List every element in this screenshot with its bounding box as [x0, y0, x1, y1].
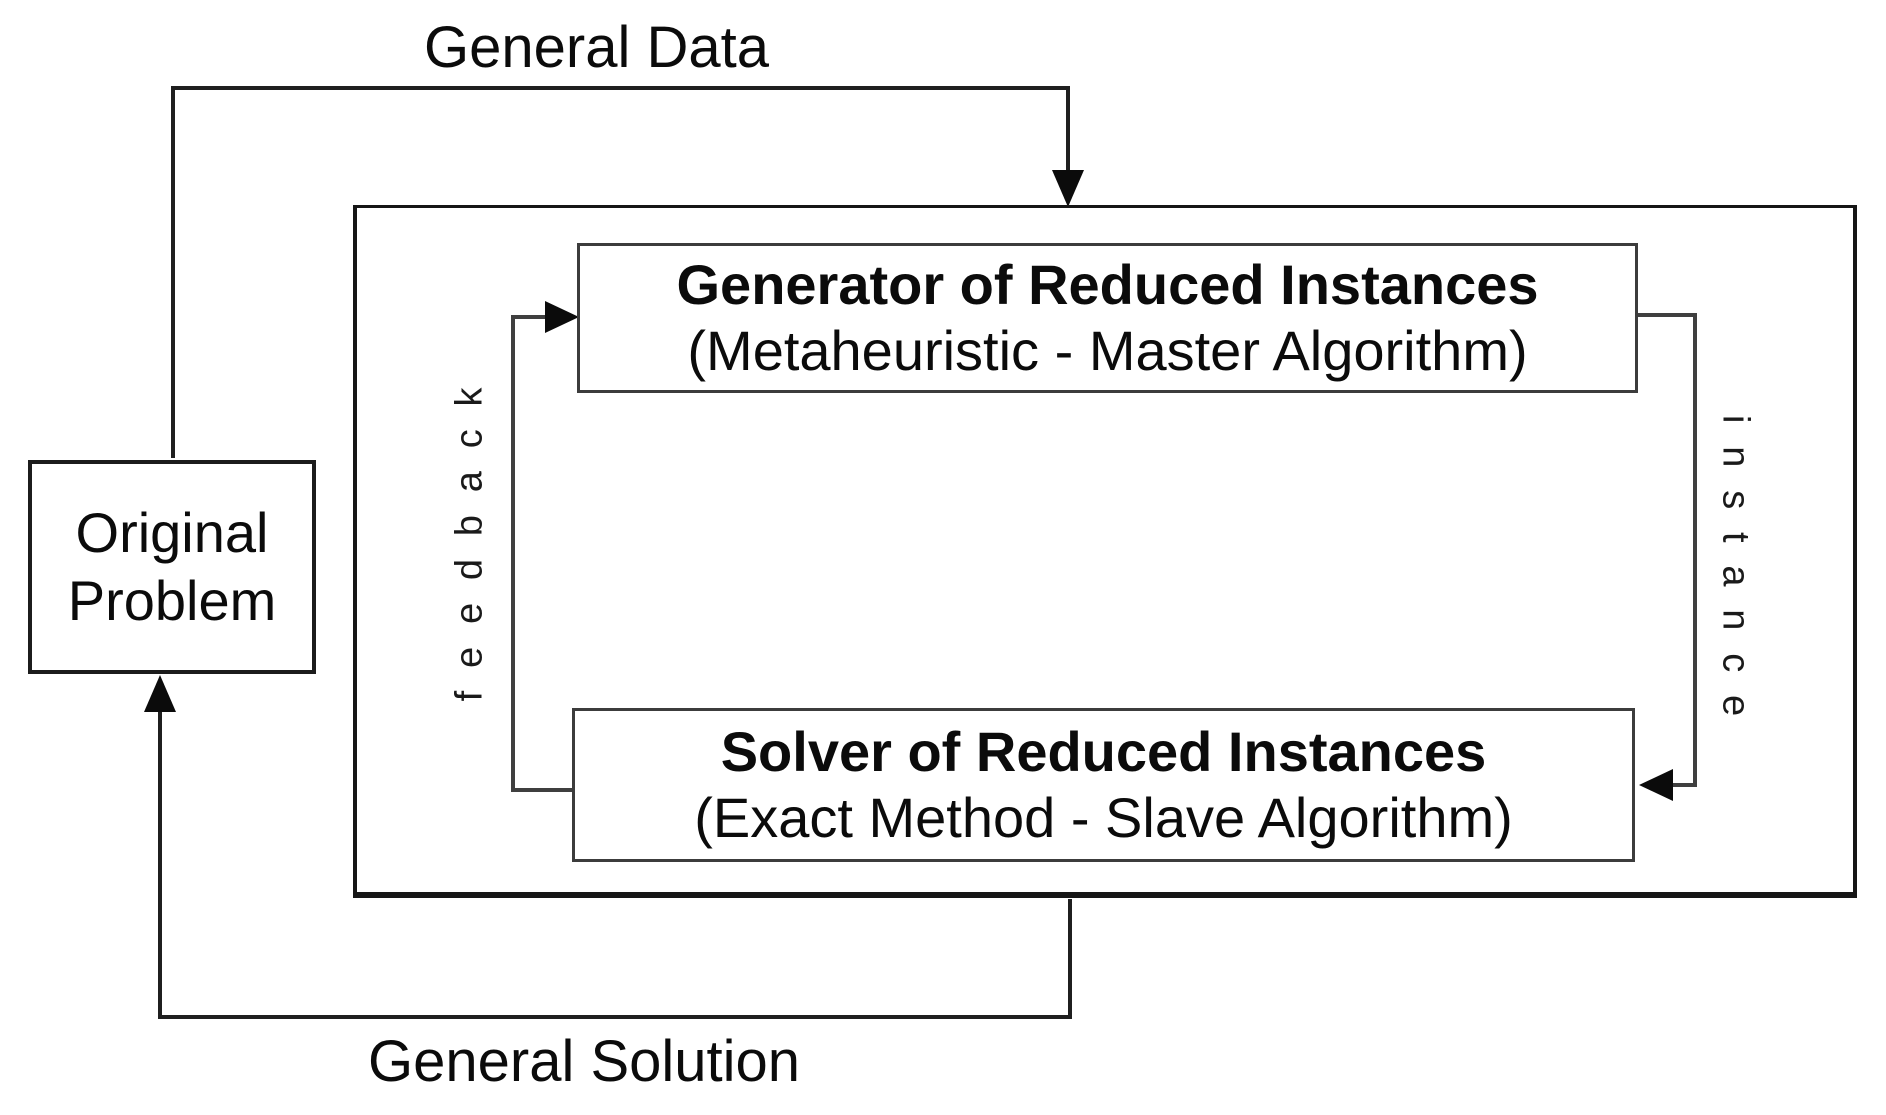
system-boundary-box — [353, 205, 1857, 898]
instance-connector — [1638, 313, 1697, 787]
original-problem-box: Original Problem — [28, 460, 316, 674]
general-solution-connector — [158, 702, 1072, 1019]
general-data-arrow-icon — [1052, 170, 1084, 207]
general-solution-arrow-icon — [144, 675, 176, 712]
solver-title: Solver of Reduced Instances — [720, 719, 1487, 783]
solver-box: Solver of Reduced Instances (Exact Metho… — [572, 708, 1635, 862]
generator-subtitle: (Metaheuristic - Master Algorithm) — [687, 319, 1528, 382]
instance-arrow-icon — [1639, 769, 1673, 801]
general-solution-label: General Solution — [368, 1029, 801, 1094]
generator-title: Generator of Reduced Instances — [676, 252, 1539, 316]
solver-subtitle: (Exact Method - Slave Algorithm) — [694, 786, 1513, 849]
instance-label: instance — [1714, 415, 1757, 739]
generator-box: Generator of Reduced Instances (Metaheur… — [577, 243, 1638, 393]
original-problem-label: Original Problem — [67, 500, 277, 632]
feedback-connector — [511, 315, 574, 792]
feedback-label: feedback — [448, 364, 491, 702]
general-data-connector — [171, 86, 1070, 458]
feedback-arrow-icon — [545, 301, 579, 333]
general-data-label: General Data — [424, 15, 769, 80]
